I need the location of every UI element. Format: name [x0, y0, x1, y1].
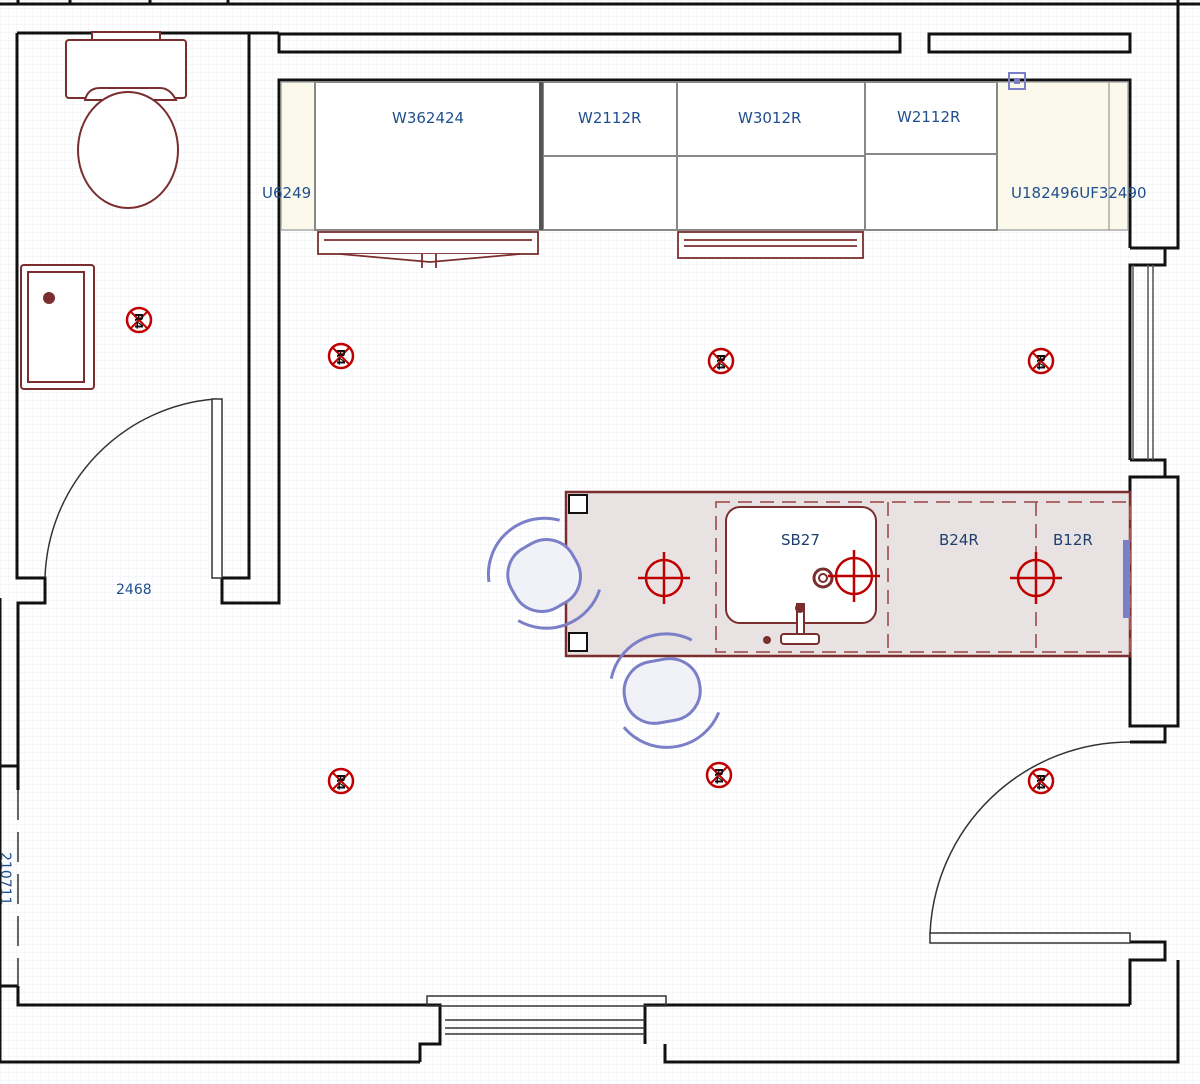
island-cabinet-labels: SB27 B24R B12R — [781, 531, 1093, 549]
recessed-light-1-icon: R4 — [125, 306, 153, 334]
recessed-light-4-icon: R4 — [1027, 347, 1055, 375]
recessed-light-label: R4 — [712, 768, 725, 784]
recessed-light-2-icon: R4 — [327, 342, 355, 370]
bathroom-vanity — [20, 264, 95, 390]
wall-switch-icon — [1008, 72, 1026, 90]
cabinet-label-w2112r-left: W2112R — [578, 109, 641, 127]
cabinet-label-sb27: SB27 — [781, 531, 820, 549]
recessed-light-6-icon: R4 — [705, 761, 733, 789]
bar-stool-2-icon — [609, 632, 721, 749]
top-wall-slot-left — [277, 32, 902, 54]
range-hood-left — [317, 231, 539, 268]
bar-stool-1-icon — [486, 516, 602, 630]
cabinet-label-w3012r: W3012R — [738, 109, 801, 127]
toilet — [65, 31, 187, 209]
cabinet-label-b24r: B24R — [939, 531, 979, 549]
pendant-light-2-icon — [828, 550, 880, 602]
wall-cabinets — [314, 81, 998, 231]
island-sink — [725, 506, 877, 645]
cabinet-label-u182496uf32490: U182496UF32490 — [1011, 184, 1147, 202]
side-opening-label: 210711 — [0, 852, 13, 905]
entry-door — [929, 741, 1131, 944]
recessed-light-label: R4 — [1034, 354, 1047, 370]
recessed-light-label: R4 — [334, 349, 347, 365]
cabinet-label-w2112r-right: W2112R — [897, 108, 960, 126]
bathroom-door-label: 2468 — [116, 582, 152, 598]
recessed-light-3-icon: R4 — [707, 347, 735, 375]
pendant-light-3-icon — [1010, 552, 1062, 604]
recessed-light-label: R4 — [334, 774, 347, 790]
cabinet-label-b12r: B12R — [1053, 531, 1093, 549]
island-post-bottom — [568, 632, 588, 652]
wall-cabinet-labels: W362424 W2112R W3012R W2112R U6249 U1824… — [262, 108, 1147, 202]
recessed-light-5-icon: R4 — [327, 767, 355, 795]
tall-cabinets — [280, 81, 1129, 231]
top-wall-slot-right — [927, 32, 1132, 54]
pendant-light-1-icon — [638, 552, 690, 604]
recessed-light-label: R4 — [1034, 774, 1047, 790]
right-window — [1132, 265, 1154, 460]
microwave — [677, 231, 864, 259]
recessed-light-7-icon: R4 — [1027, 767, 1055, 795]
bathroom-door — [44, 398, 223, 579]
bottom-window — [426, 995, 667, 1035]
cabinet-label-u6249: U6249 — [262, 184, 311, 202]
recessed-light-label: R4 — [714, 354, 727, 370]
recessed-light-label: R4 — [132, 313, 145, 329]
cabinet-label-w362424: W362424 — [392, 109, 464, 127]
island-post-top — [568, 494, 588, 514]
